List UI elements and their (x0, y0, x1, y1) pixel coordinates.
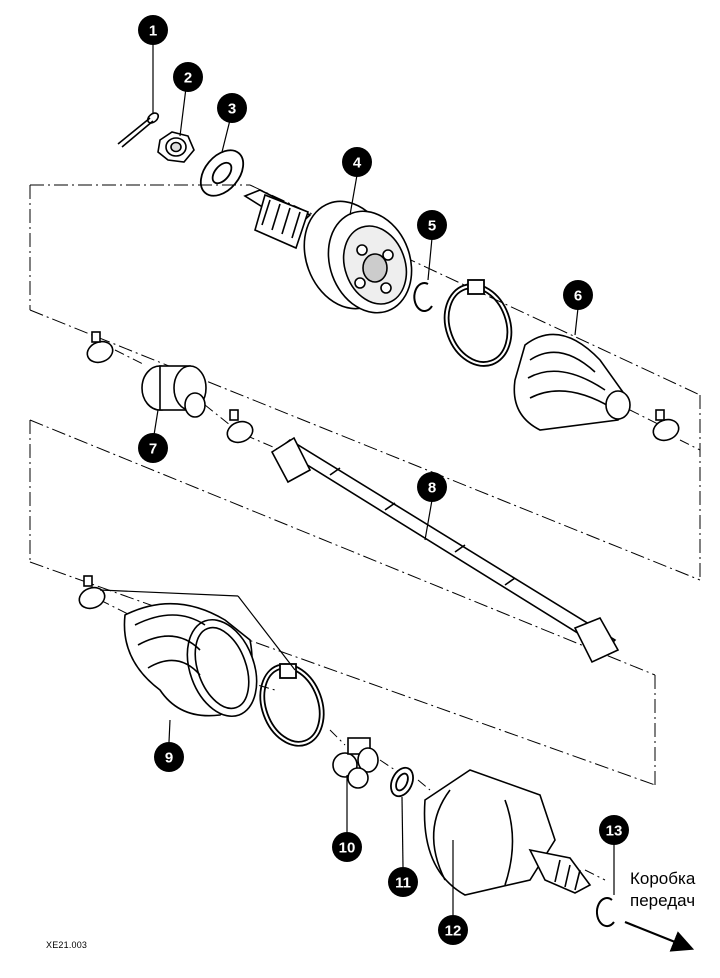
inner-boot (123, 602, 258, 718)
callout-number: 11 (395, 875, 411, 892)
callout-number: 13 (606, 823, 623, 840)
callout-number: 5 (428, 218, 436, 235)
small-clamp-b (226, 409, 254, 444)
callout-leaders (152, 43, 615, 915)
callout-number: 12 (445, 923, 462, 940)
end-circlip (595, 897, 615, 928)
gearbox-direction-arrow (624, 920, 695, 952)
callout-number: 7 (149, 441, 157, 458)
callout-number: 4 (353, 155, 362, 172)
tripod-spider (332, 737, 379, 789)
callout-2: 2 (173, 62, 203, 92)
boot-clamp-outer (443, 279, 513, 367)
callout-11: 11 (388, 867, 418, 897)
drawing-code: XE21.003 (46, 940, 88, 950)
boot-clamp-inner (259, 663, 325, 747)
outer-cv-joint (243, 189, 413, 314)
washer (199, 149, 245, 197)
small-clamp-a (86, 331, 114, 364)
clamp-leader-lines (99, 589, 296, 671)
callout-6: 6 (563, 280, 593, 310)
assembly-frame-lower (29, 419, 656, 786)
callout-9: 9 (154, 742, 184, 772)
castle-nut (157, 131, 195, 163)
callout-number: 3 (228, 101, 236, 118)
callout-10: 10 (332, 832, 362, 862)
callout-number: 10 (339, 840, 356, 857)
callout-5: 5 (417, 210, 447, 240)
small-clamp-c (652, 409, 680, 442)
circlip (413, 282, 433, 313)
drive-shaft (270, 436, 620, 664)
snap-ring (390, 766, 414, 798)
callout-number: 2 (184, 70, 192, 87)
gearbox-caption: Коробка передач (630, 868, 695, 912)
gearbox-caption-line1: Коробка (630, 869, 696, 888)
callout-12: 12 (438, 915, 468, 945)
callout-number: 8 (428, 480, 436, 497)
inner-joint-housing (423, 769, 592, 896)
outer-boot (513, 333, 631, 431)
callout-4: 4 (342, 147, 372, 177)
callout-13: 13 (599, 815, 629, 845)
callout-number: 6 (574, 288, 582, 305)
small-clamp-d (78, 575, 106, 610)
gearbox-caption-line2: передач (630, 891, 696, 910)
callout-3: 3 (217, 93, 247, 123)
cotter-pin (117, 112, 160, 148)
callout-number: 1 (149, 23, 157, 40)
damper-weight (141, 365, 207, 418)
callout-number: 9 (165, 750, 173, 767)
callout-7: 7 (138, 433, 168, 463)
callout-1: 1 (138, 15, 168, 45)
callout-8: 8 (417, 472, 447, 502)
